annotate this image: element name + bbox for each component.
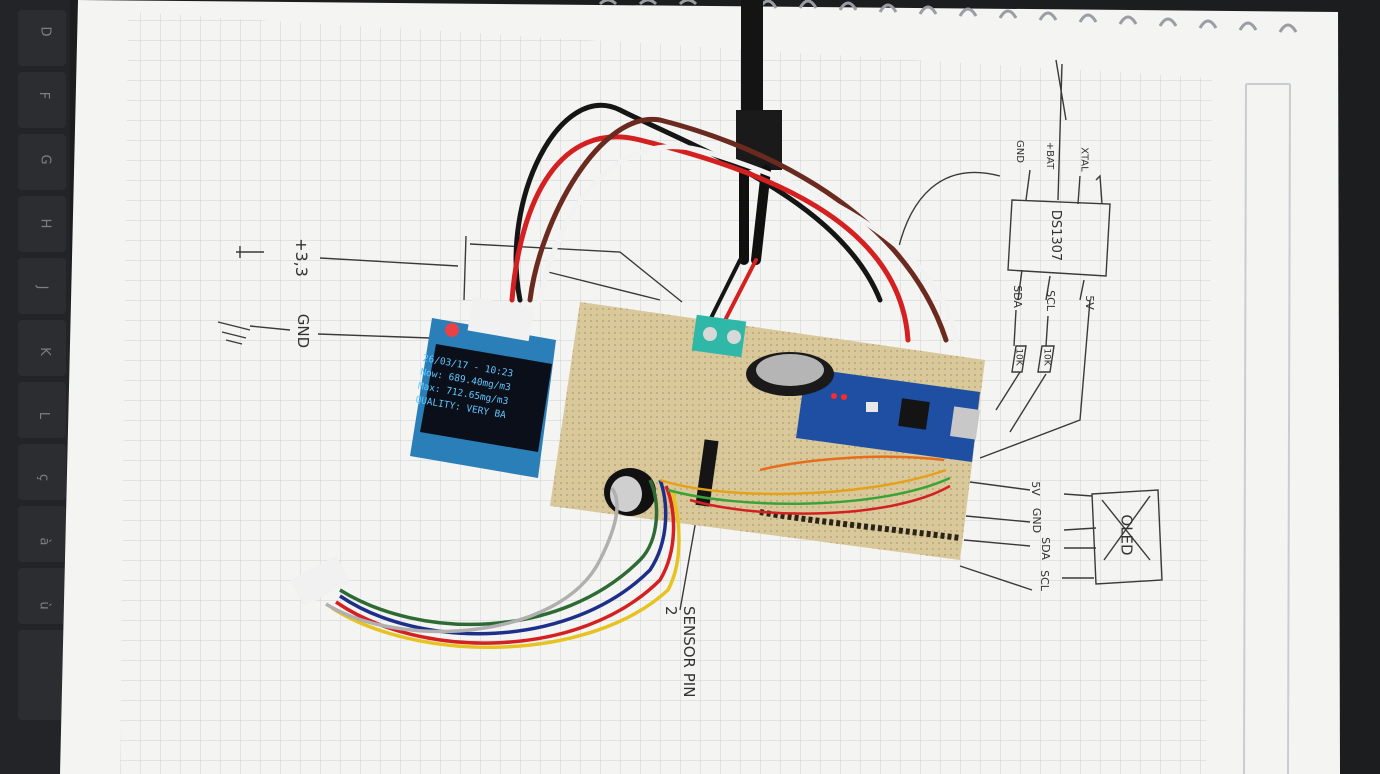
label-gnd-bottom: GND	[1030, 507, 1044, 534]
key-l: L	[36, 411, 52, 420]
label-xtal: XTAL	[1078, 147, 1090, 172]
spiral-binding	[598, 0, 1298, 33]
label-3v3: +3,3	[291, 238, 311, 277]
label-sda-bottom: SDA	[1038, 537, 1052, 560]
key-g: G	[37, 154, 53, 165]
key-a-grave: à	[36, 537, 52, 546]
cables	[509, 0, 959, 343]
terminal-block	[691, 314, 747, 358]
key-f: F	[36, 91, 52, 100]
label-oled-box: OLED	[1117, 514, 1136, 556]
schematic-lines	[217, 59, 1163, 611]
key-d: D	[37, 26, 53, 37]
label-scl-bottom: SCL	[1037, 570, 1051, 591]
label-5v-top: 5V	[1082, 295, 1096, 310]
key-j: J	[34, 285, 50, 290]
coin-cell	[746, 352, 834, 396]
label-gnd-top: GND	[1013, 140, 1025, 163]
label-vbat: +BAT	[1044, 141, 1056, 170]
label-scl-top: SCL	[1043, 290, 1057, 311]
key-c-cedilla: ç	[36, 473, 52, 482]
oled-module	[410, 296, 556, 478]
label-ds1307: DS1307	[1048, 209, 1064, 262]
key-u-grave: ù	[36, 601, 52, 610]
perfboard	[550, 302, 985, 560]
arduino-nano	[796, 368, 980, 462]
key-k: K	[36, 347, 52, 356]
sensor-connector	[290, 555, 350, 607]
capacitor	[604, 468, 656, 516]
label-gnd-left: GND	[294, 313, 313, 349]
label-resistor-1: 10K	[1013, 348, 1024, 366]
keyboard	[0, 0, 70, 774]
jumper-wires	[659, 455, 951, 515]
key-h: H	[37, 218, 53, 229]
label-resistor-2: 10K	[1041, 348, 1052, 366]
label-sensor-pin: SENSOR PIN 2	[662, 606, 698, 698]
label-sda-top: SDA	[1010, 285, 1024, 308]
sensor-cable	[325, 479, 681, 650]
label-5v-bottom: 5V	[1028, 481, 1042, 496]
